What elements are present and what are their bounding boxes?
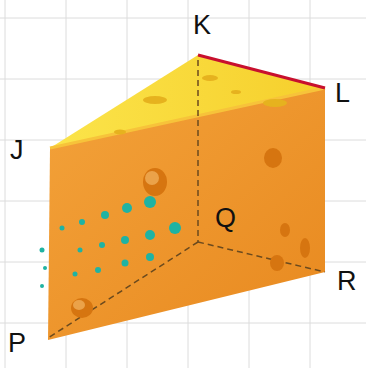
- top-holes: [114, 75, 287, 135]
- vertex-label: L: [335, 80, 350, 107]
- vertex-label: J: [10, 137, 24, 164]
- rind-edge: [50, 88, 325, 148]
- hidden-edges: [48, 60, 325, 338]
- vertex-label: Q: [215, 205, 236, 232]
- vertex-label: R: [337, 268, 357, 295]
- vertex-label: K: [193, 12, 211, 39]
- vertex-label: P: [8, 330, 26, 357]
- front-holes: [71, 148, 310, 318]
- top-face: [50, 55, 325, 148]
- edge-kl: [198, 55, 325, 88]
- teal-dots: [40, 196, 182, 288]
